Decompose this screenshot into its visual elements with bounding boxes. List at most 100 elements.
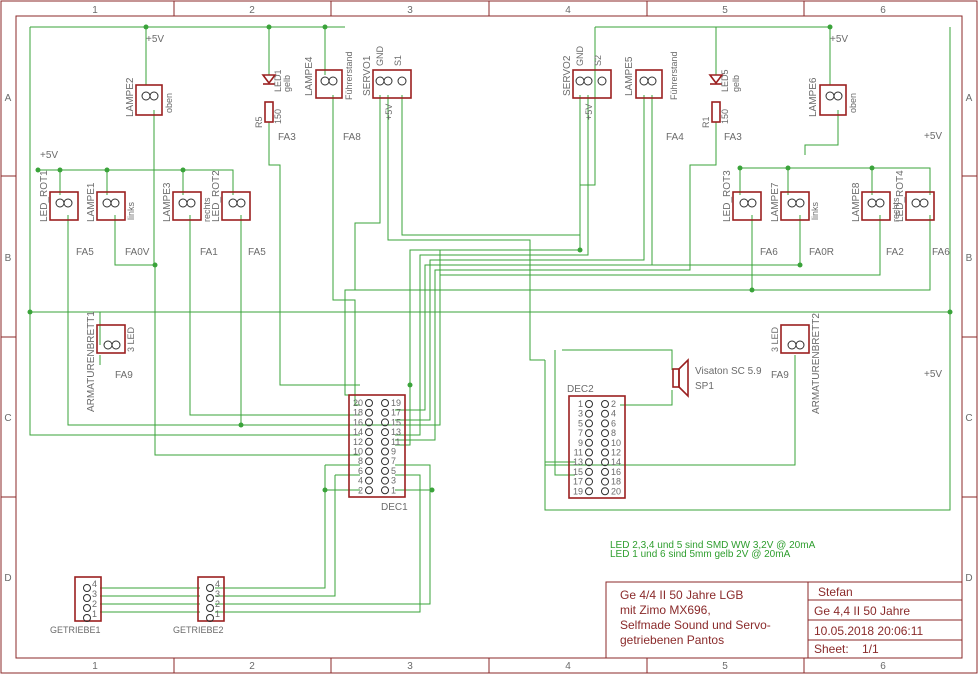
socket-pin [365,447,373,456]
socket-pin-number: 16 [353,417,363,427]
row-label: D [965,573,972,584]
socket-pin-number: 2 [358,485,363,495]
column-label: 5 [722,5,728,16]
title-line-2: mit Zimo MX696, [620,603,711,617]
led-rot3-net: FA6 [760,247,778,258]
led-rot1-label: LED_ROT1 [39,170,50,222]
socket-pin [601,429,609,438]
socket-pin-number: 9 [578,438,583,448]
socket-pin [601,438,609,447]
lampe1-label: LAMPE1 [86,182,97,222]
lampe7-note: links [810,201,820,220]
r5-label: R5 [254,116,264,128]
socket-pin-number: 19 [391,398,401,408]
socket-pin [365,437,373,446]
title-line-3: Selfmade Sound und Servo- [620,618,771,632]
socket-pin-number: 6 [358,466,363,476]
led-rot1-net: FA5 [76,247,94,258]
armaturenbrett2-note: 3 LED [770,326,780,352]
r1-value: 150 [720,109,730,124]
socket-pin [585,409,593,418]
lampe3-connector: LAMPE3 rechts FA1 [162,182,218,258]
socket-pin-number: 6 [611,418,616,428]
lampe4-net: FA8 [343,132,361,143]
servo1-gnd: GND [375,46,385,67]
header-pin [206,594,214,602]
r1-resistor: R1 150 FA3 [701,101,742,143]
header-pin-number: 2 [92,599,97,609]
servo2-gnd: GND [575,46,585,67]
dec2-label: DEC2 [567,384,594,395]
socket-pin [365,408,373,417]
column-labels-top: 1 2 3 4 5 6 [92,5,886,16]
note-line-2: LED 1 und 6 sind 5mm gelb 2V @ 20mA [610,549,791,560]
led-rot2-connector: LED_ROT2 FA5 [211,170,266,258]
socket-pin-number: 18 [353,408,363,418]
column-label: 3 [407,5,413,16]
socket-pin [585,477,593,486]
socket-pin-number: 5 [578,418,583,428]
title-block: Ge 4/4 II 50 Jahre LGB mit Zimo MX696, S… [605,581,963,659]
row-labels-right: A B C D [965,93,972,584]
column-label: 4 [565,661,571,672]
row-label: A [966,93,973,104]
r5-resistor: R5 150 FA3 [254,101,296,143]
socket-pin-number: 4 [611,409,616,419]
column-label: 3 [407,661,413,672]
led-rot3-label: LED_ROT3 [722,170,733,222]
servo1-supply: +5V [384,104,394,120]
socket-pin [585,429,593,438]
lampe8-net: FA2 [886,247,904,258]
socket-pin [381,466,389,475]
header-pin [83,604,91,612]
socket-pin-number: 12 [611,448,621,458]
lampe6-connector: LAMPE6 oben +5V [808,34,858,117]
socket-pin-number: 17 [573,477,583,487]
socket-pin [381,486,389,495]
getriebe1-label: GETRIEBE1 [50,625,101,635]
socket-pin-number: 7 [578,428,583,438]
led-rot3-connector: LED_ROT3 FA6 [722,170,778,258]
socket-pin-number: 11 [574,448,583,458]
header-pin [206,614,214,622]
servo1-connector: SERVO1 GND S1 +5V [362,46,412,120]
title-line-1: Ge 4/4 II 50 Jahre LGB [620,588,743,602]
sheet-value: 1/1 [862,642,879,656]
s1-label: S1 [393,55,403,66]
column-label: 1 [92,661,98,672]
column-labels-bottom: 1 2 3 4 5 6 [92,661,886,672]
socket-pin-number: 10 [611,438,621,448]
led-rot4-net: FA6 [932,247,950,258]
socket-pin [601,458,609,467]
led-rot2-net: FA5 [248,247,266,258]
column-label: 5 [722,661,728,672]
lampe6-label: LAMPE6 [808,77,819,117]
socket-pin [381,408,389,417]
socket-pin-number: 12 [353,437,363,447]
header-pin-number: 2 [215,599,220,609]
header-pin [83,584,91,592]
servo1-label: SERVO1 [362,55,373,96]
lampe3-net: FA1 [200,247,218,258]
dec1-label: DEC1 [381,502,408,513]
socket-pin-number: 18 [611,477,621,487]
header-pin [206,604,214,612]
socket-pin-number: 15 [391,417,401,427]
servo2-supply: +5V [584,104,594,120]
lampe3-label: LAMPE3 [162,182,173,222]
socket-pin [365,418,373,427]
socket-pin [381,457,389,466]
socket-pin-number: 10 [353,447,363,457]
socket-pin-number: 17 [391,408,401,418]
header-pin [83,594,91,602]
row-label: C [965,413,972,424]
socket-pin [601,487,609,496]
r1-label: R1 [701,116,711,128]
getriebe2-label: GETRIEBE2 [173,625,224,635]
socket-pin [365,399,373,407]
